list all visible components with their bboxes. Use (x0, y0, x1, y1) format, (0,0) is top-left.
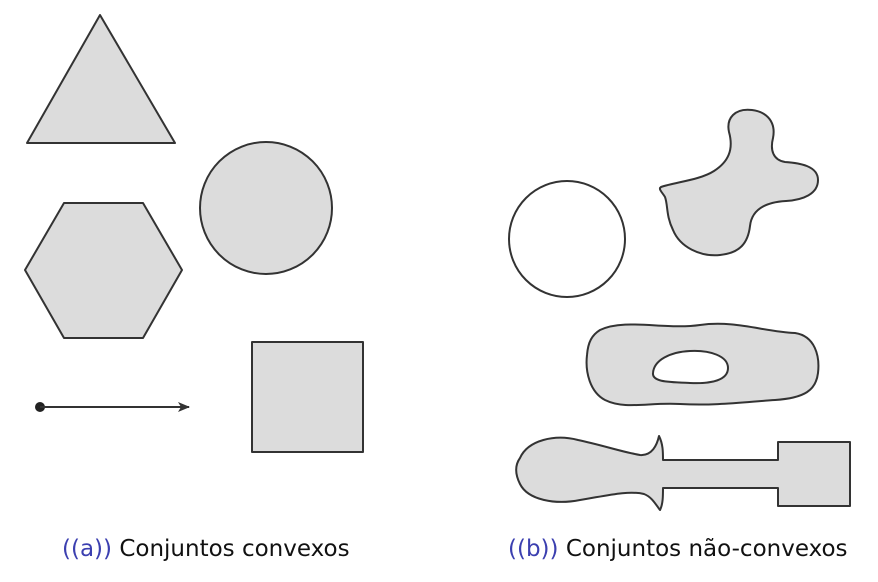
circle-outline-icon (508, 180, 626, 298)
panel-b-shapes (508, 108, 851, 511)
triangle-icon (26, 14, 176, 144)
caption-b-text: Conjuntos não-convexos (565, 536, 848, 562)
irregular-blob-icon (658, 108, 819, 257)
dumbbell-icon (515, 435, 851, 511)
caption-non-convex-sets: ((b)) Conjuntos não-convexos (508, 536, 848, 562)
caption-a-text: Conjuntos convexos (119, 536, 350, 562)
ray-arrow-icon (35, 402, 190, 412)
caption-a-tag: ((a)) (62, 536, 112, 562)
square-icon (251, 341, 364, 453)
hexagon-icon (24, 202, 183, 339)
circle-icon (199, 141, 333, 275)
caption-b-tag: ((b)) (508, 536, 559, 562)
panel-a-shapes (24, 14, 364, 453)
caption-convex-sets: ((a)) Conjuntos convexos (62, 536, 350, 562)
ring-with-hole-icon (585, 322, 820, 407)
